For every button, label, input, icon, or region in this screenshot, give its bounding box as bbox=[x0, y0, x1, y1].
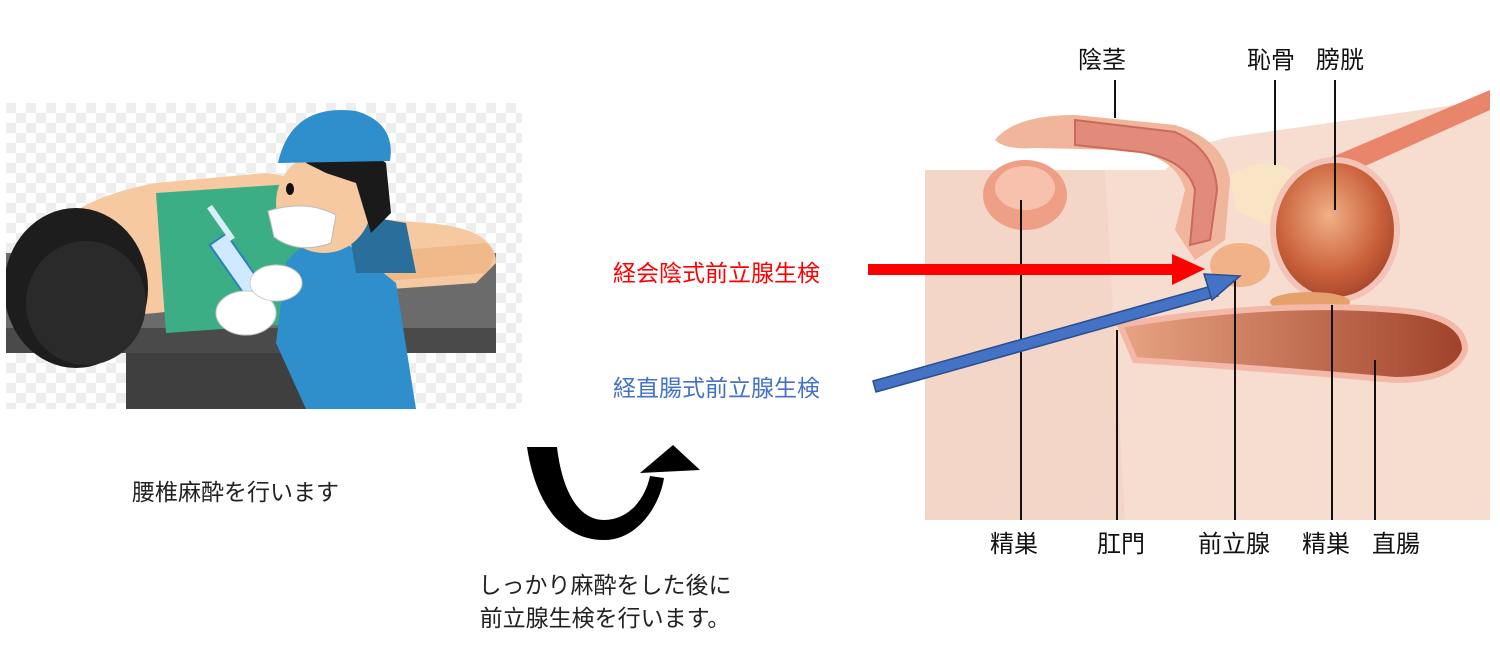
curved-transition-arrow bbox=[527, 445, 700, 540]
label-penis: 陰茎 bbox=[1078, 46, 1126, 74]
left-caption: 腰椎麻酔を行います bbox=[132, 480, 339, 506]
bottom-note: しっかり麻酔をした後に 前立腺生検を行います。 bbox=[430, 570, 780, 636]
label-anus: 肛門 bbox=[1097, 530, 1145, 558]
bottom-note-line1: しっかり麻酔をした後に bbox=[478, 573, 732, 599]
spinal-anesthesia-illustration bbox=[6, 103, 522, 409]
label-seminal: 精巣 bbox=[1302, 530, 1350, 558]
pelvic-anatomy-diagram bbox=[925, 80, 1490, 520]
label-rectum: 直腸 bbox=[1372, 530, 1420, 558]
label-testis: 精巣 bbox=[990, 530, 1038, 558]
label-bladder: 膀胱 bbox=[1316, 46, 1364, 74]
label-pubic-bone: 恥骨 bbox=[1247, 46, 1295, 74]
bottom-note-line2: 前立腺生検を行います。 bbox=[479, 606, 731, 632]
transrectal-label: 経直腸式前立腺生検 bbox=[613, 376, 820, 402]
transperineal-label: 経会陰式前立腺生検 bbox=[613, 261, 820, 287]
label-prostate: 前立腺 bbox=[1198, 530, 1270, 558]
